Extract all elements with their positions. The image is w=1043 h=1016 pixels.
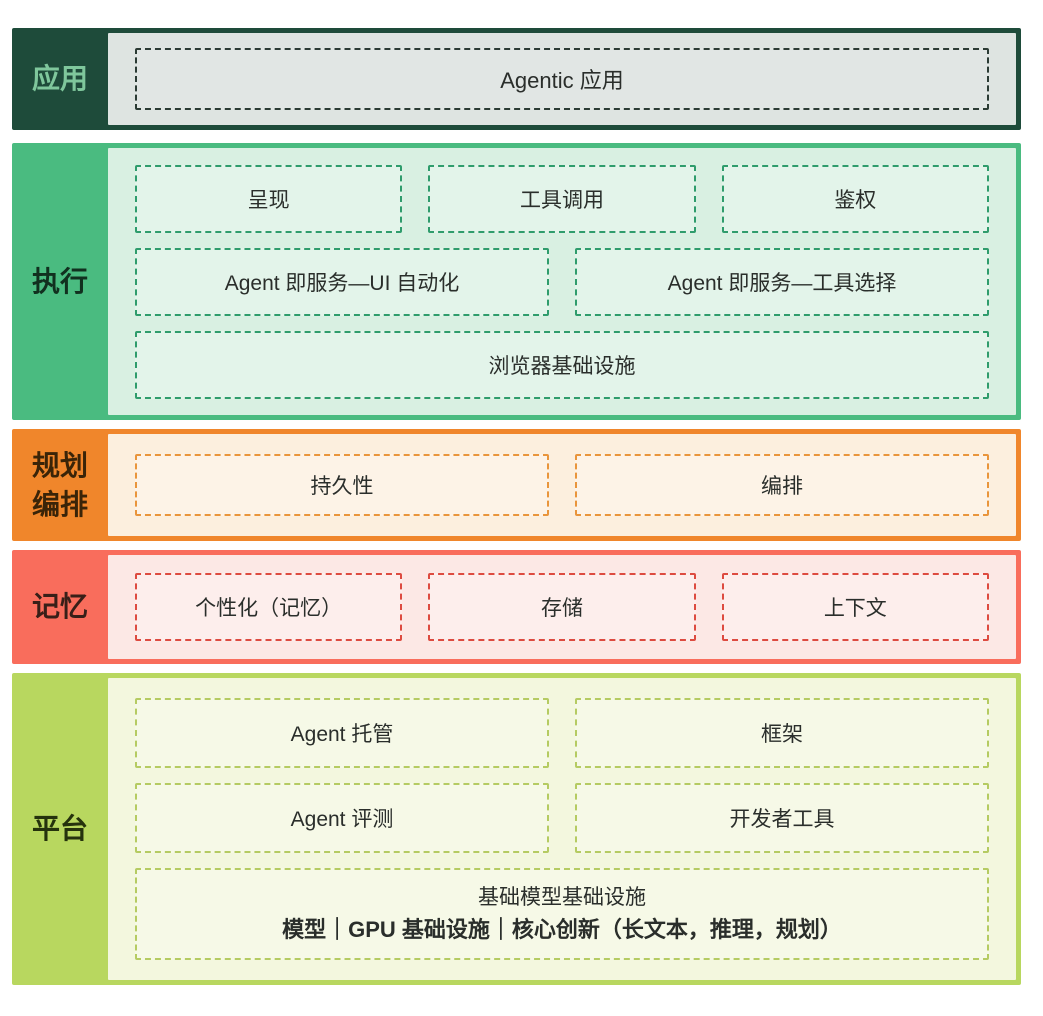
box-persistence: 持久性 bbox=[135, 454, 549, 516]
panel-row: Agent 托管 框架 bbox=[135, 698, 989, 768]
box-agent-as-service-tool-selection: Agent 即服务—工具选择 bbox=[575, 247, 989, 316]
layer-panel-application: Agentic 应用 bbox=[108, 33, 1016, 125]
layer-label-application: 应用 bbox=[31, 63, 88, 95]
layer-stack: 应用 Agentic 应用 执行 呈现 工具调用 鉴权 Agent 即服务—UI… bbox=[12, 28, 1021, 985]
panel-row: Agent 评测 开发者工具 bbox=[135, 783, 989, 853]
box-personalization-memory: 个性化（记忆） bbox=[135, 573, 403, 641]
panel-row: 浏览器基础设施 bbox=[135, 330, 989, 399]
foundation-model-infrastructure-title: 基础模型基础设施 bbox=[478, 885, 646, 909]
box-orchestration: 编排 bbox=[575, 454, 989, 516]
foundation-model-infrastructure-subtitle: 模型｜GPU 基础设施｜核心创新（长文本，推理，规划） bbox=[282, 917, 842, 943]
box-tool-calling: 工具调用 bbox=[428, 164, 696, 233]
layer-memory: 记忆 个性化（记忆） 存储 上下文 bbox=[12, 550, 1021, 664]
box-foundation-model-infrastructure: 基础模型基础设施 模型｜GPU 基础设施｜核心创新（长文本，推理，规划） bbox=[135, 868, 989, 960]
layer-planning-orchestration: 规划编排 持久性 编排 bbox=[12, 429, 1021, 541]
layer-panel-platform: Agent 托管 框架 Agent 评测 开发者工具 基础模型基础设施 模型｜G… bbox=[108, 678, 1016, 980]
layer-panel-planning-orchestration: 持久性 编排 bbox=[108, 434, 1016, 536]
layer-execution: 执行 呈现 工具调用 鉴权 Agent 即服务—UI 自动化 Agent 即服务… bbox=[12, 143, 1021, 420]
box-authentication: 鉴权 bbox=[721, 164, 989, 233]
panel-row: 个性化（记忆） 存储 上下文 bbox=[135, 573, 989, 641]
layer-panel-memory: 个性化（记忆） 存储 上下文 bbox=[108, 555, 1016, 659]
layer-panel-execution: 呈现 工具调用 鉴权 Agent 即服务—UI 自动化 Agent 即服务—工具… bbox=[108, 148, 1016, 415]
layer-label-planning-orchestration: 规划编排 bbox=[31, 449, 88, 520]
box-agent-hosting: Agent 托管 bbox=[135, 698, 549, 768]
layer-application: 应用 Agentic 应用 bbox=[12, 28, 1021, 130]
box-browser-infrastructure: 浏览器基础设施 bbox=[135, 330, 989, 399]
box-developer-tools: 开发者工具 bbox=[575, 783, 989, 853]
layer-label-platform: 平台 bbox=[31, 813, 88, 845]
box-agent-as-service-ui-automation: Agent 即服务—UI 自动化 bbox=[135, 247, 549, 316]
box-frameworks: 框架 bbox=[575, 698, 989, 768]
panel-row: Agent 即服务—UI 自动化 Agent 即服务—工具选择 bbox=[135, 247, 989, 316]
box-storage: 存储 bbox=[428, 573, 696, 641]
layer-platform: 平台 Agent 托管 框架 Agent 评测 开发者工具 基础模型基础设施 模… bbox=[12, 673, 1021, 985]
layer-label-execution: 执行 bbox=[31, 265, 88, 297]
box-context: 上下文 bbox=[721, 573, 989, 641]
panel-row: 呈现 工具调用 鉴权 bbox=[135, 164, 989, 233]
box-agentic-app: Agentic 应用 bbox=[135, 48, 989, 110]
box-agent-evaluation: Agent 评测 bbox=[135, 783, 549, 853]
layer-label-memory: 记忆 bbox=[31, 591, 88, 623]
panel-row: Agentic 应用 bbox=[135, 48, 989, 110]
panel-row: 持久性 编排 bbox=[135, 454, 989, 516]
panel-row: 基础模型基础设施 模型｜GPU 基础设施｜核心创新（长文本，推理，规划） bbox=[135, 868, 989, 960]
box-presentation: 呈现 bbox=[135, 164, 403, 233]
